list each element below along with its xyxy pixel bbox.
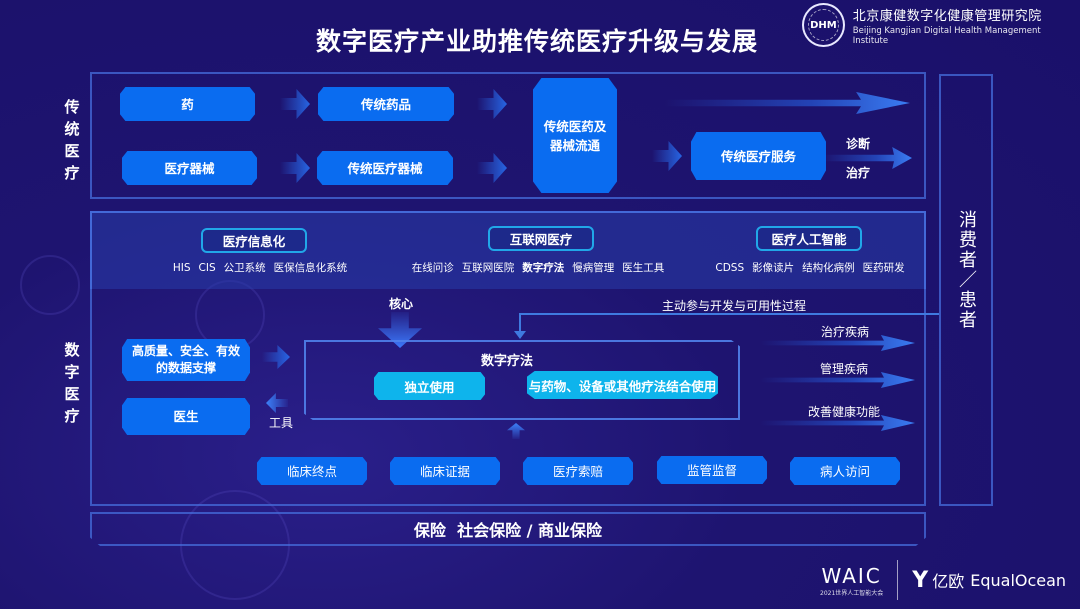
box-clinical-endpoint: 临床终点	[257, 457, 367, 485]
feedback-label: 主动参与开发与可用性过程	[662, 299, 807, 313]
box-clinical-evidence: 临床证据	[390, 457, 500, 485]
tag-internet-medical: 互联网医疗	[488, 226, 594, 251]
consumer-column	[939, 74, 993, 506]
outcome-treatment: 治疗	[846, 166, 871, 180]
consumer-label: 消费者／患者	[956, 210, 977, 330]
divider	[897, 560, 899, 600]
core-label: 核心	[389, 297, 414, 311]
footer-logos: WAIC 2021世界人工智能大会 Y 亿欧 EqualOcean	[820, 560, 1066, 600]
institute-name-cn: 北京康健数字化健康管理研究院	[852, 8, 1042, 24]
institute-logo: DHM 北京康健数字化健康管理研究院 Beijing Kangjian Digi…	[802, 3, 1072, 47]
dhm-logo-icon: DHM	[802, 3, 845, 47]
traditional-label: 传统医疗	[64, 98, 80, 182]
decor-circle	[20, 255, 80, 315]
feedback-line	[519, 313, 939, 315]
outcome-improve-health: 改善健康功能	[808, 405, 881, 419]
insurance-band: 保险 社会保险 / 商业保险	[90, 512, 926, 546]
traditional-section	[90, 72, 926, 199]
items-internet-medical: 在线问诊互联网医院数字疗法慢病管理医生工具	[411, 262, 665, 274]
box-medicine: 药	[120, 87, 255, 121]
insurance-label: 保险 社会保险 / 商业保险	[413, 521, 603, 540]
feedback-line	[519, 313, 521, 335]
digital-label: 数字医疗	[64, 341, 80, 425]
box-traditional-service: 传统医疗服务	[691, 132, 826, 180]
institute-name-en: Beijing Kangjian Digital Health Manageme…	[852, 25, 1041, 46]
box-circulation: 传统医药及器械流通	[533, 78, 617, 193]
tag-medical-informatization: 医疗信息化	[201, 228, 307, 253]
tag-medical-ai: 医疗人工智能	[756, 226, 862, 251]
box-regulatory-oversight: 监管监督	[657, 456, 767, 484]
outcome-manage-disease: 管理疾病	[820, 362, 869, 376]
waic-logo: WAIC 2021世界人工智能大会	[820, 563, 884, 597]
box-patient-access: 病人访问	[790, 457, 900, 485]
equalocean-logo: Y 亿欧 EqualOcean	[912, 567, 1067, 593]
box-standalone-use: 独立使用	[374, 372, 485, 400]
box-traditional-devices: 传统医疗器械	[317, 151, 453, 185]
dtx-title: 数字疗法	[481, 354, 534, 369]
box-combined-use: 与药物、设备或其他疗法结合使用	[527, 371, 718, 399]
box-traditional-drugs: 传统药品	[318, 87, 454, 121]
box-medical-claims: 医疗索赔	[523, 457, 633, 485]
digital-section	[90, 211, 926, 506]
outcome-diagnosis: 诊断	[846, 137, 871, 151]
page-title: 数字医疗产业助推传统医疗升级与发展	[315, 27, 758, 56]
box-data-support: 高质量、安全、有效的数据支撑	[122, 339, 250, 381]
tool-label: 工具	[269, 416, 294, 430]
dtx-core-frame	[304, 340, 740, 420]
box-doctor: 医生	[122, 398, 250, 435]
outcome-treat-disease: 治疗疾病	[821, 325, 870, 339]
arrow-down-icon	[514, 331, 526, 339]
box-medical-devices: 医疗器械	[122, 151, 257, 185]
logo-badge: DHM	[810, 19, 837, 31]
equalocean-mark-icon: Y	[912, 567, 929, 593]
